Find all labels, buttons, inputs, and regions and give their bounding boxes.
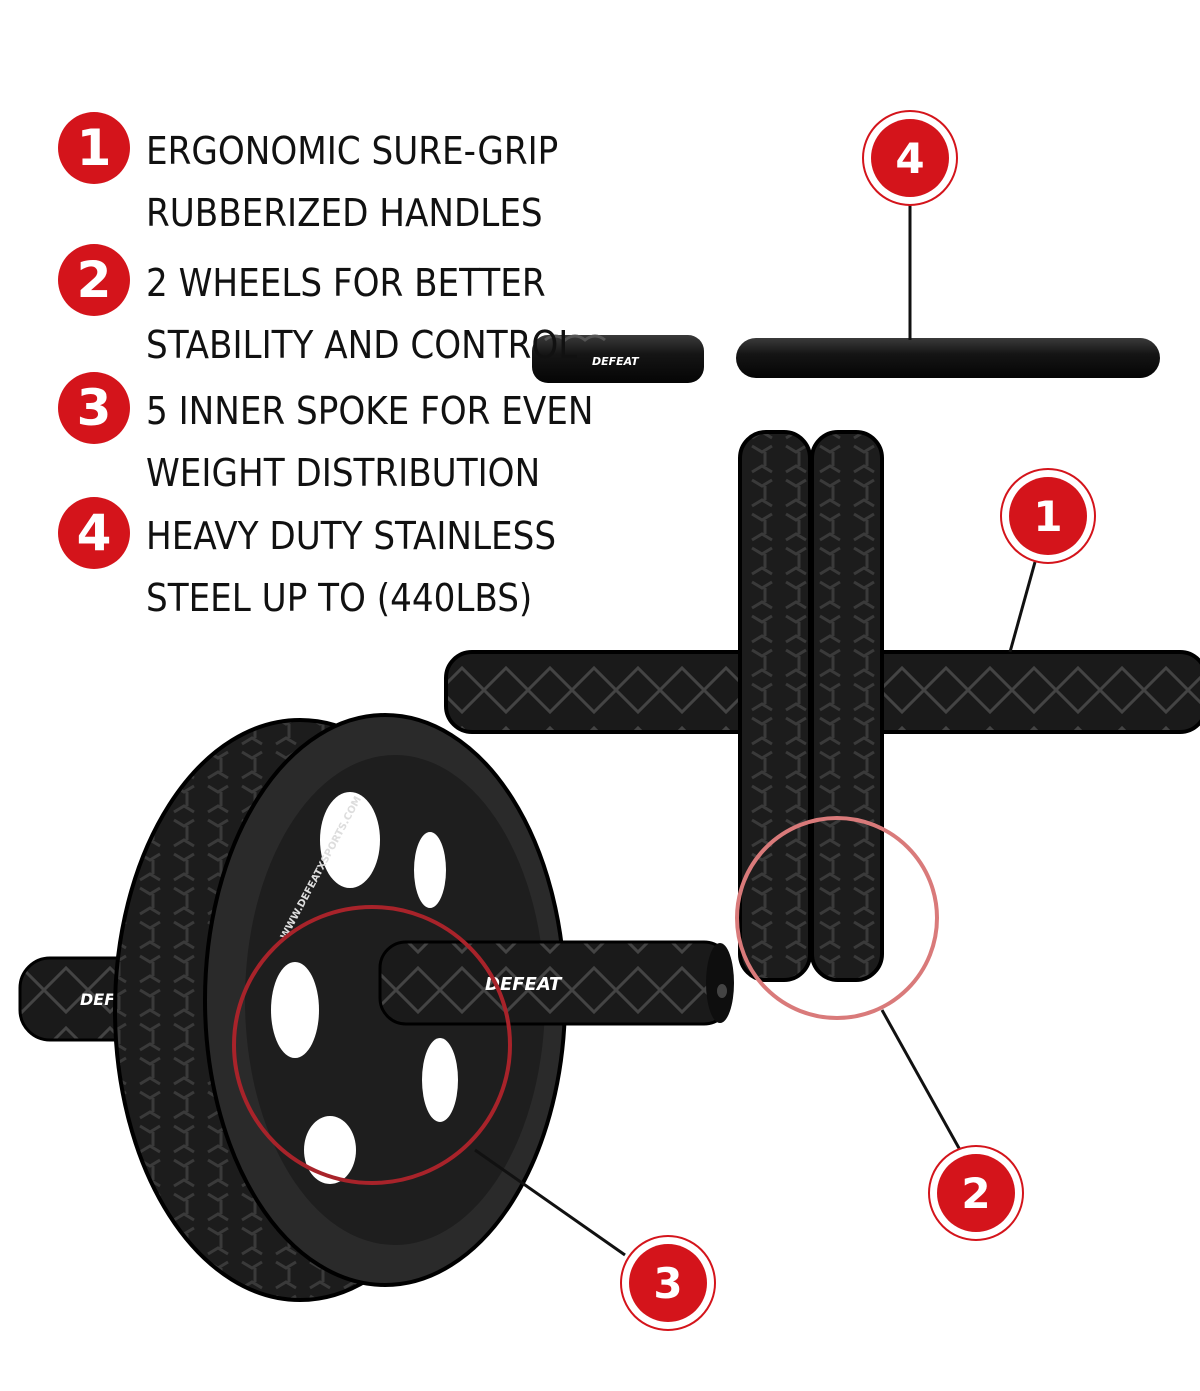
feature-4-line-1: Heavy duty stainless [146,514,557,558]
spare-handle-logo: DEFEAT [592,355,640,368]
callout-1-number: 1 [1009,477,1087,555]
feature-1-line-1: Ergonomic Sure-Grip [146,129,559,173]
callout-3: 3 [620,1235,716,1331]
side-view-roller [444,430,1200,982]
feature-1-text: Ergonomic Sure-Grip Rubberized Handles [146,120,558,244]
feature-3-line-2: weight distribution [146,451,541,495]
feature-1-line-2: Rubberized Handles [146,191,543,235]
feature-4-number-badge: 4 [58,497,130,569]
feature-4-text: Heavy duty stainless steel up to (440lbs… [146,505,556,629]
callout-1: 1 [1000,468,1096,564]
steel-rod [736,338,1160,378]
callout-4: 4 [862,110,958,206]
right-handle-logo: DEFEAT [485,974,563,995]
feature-1-number-badge: 1 [58,112,130,184]
feature-1: 1 Ergonomic Sure-Grip Rubberized Handles [58,112,558,244]
feature-2-text: 2 Wheels for better stability and contro… [146,252,577,376]
feature-2: 2 2 Wheels for better stability and cont… [58,244,577,376]
front-view-roller: DEFEAT DEFEAT WWW.DEFEATXSPORTS.COM [18,713,734,1302]
feature-4: 4 Heavy duty stainless steel up to (440l… [58,497,556,629]
feature-3-text: 5 inner spoke for even weight distributi… [146,380,593,504]
feature-3-number-badge: 3 [58,372,130,444]
callout-2: 2 [928,1145,1024,1241]
spare-handle: DEFEAT [532,334,704,383]
feature-2-line-2: stability and control [146,323,578,367]
callout-4-number: 4 [871,119,949,197]
feature-2-number-badge: 2 [58,244,130,316]
feature-4-line-2: steel up to (440lbs) [146,576,533,620]
feature-3: 3 5 inner spoke for even weight distribu… [58,372,593,504]
callout-2-number: 2 [937,1154,1015,1232]
callout-3-number: 3 [629,1244,707,1322]
feature-2-line-1: 2 Wheels for better [146,261,546,305]
feature-3-line-1: 5 inner spoke for even [146,389,594,433]
